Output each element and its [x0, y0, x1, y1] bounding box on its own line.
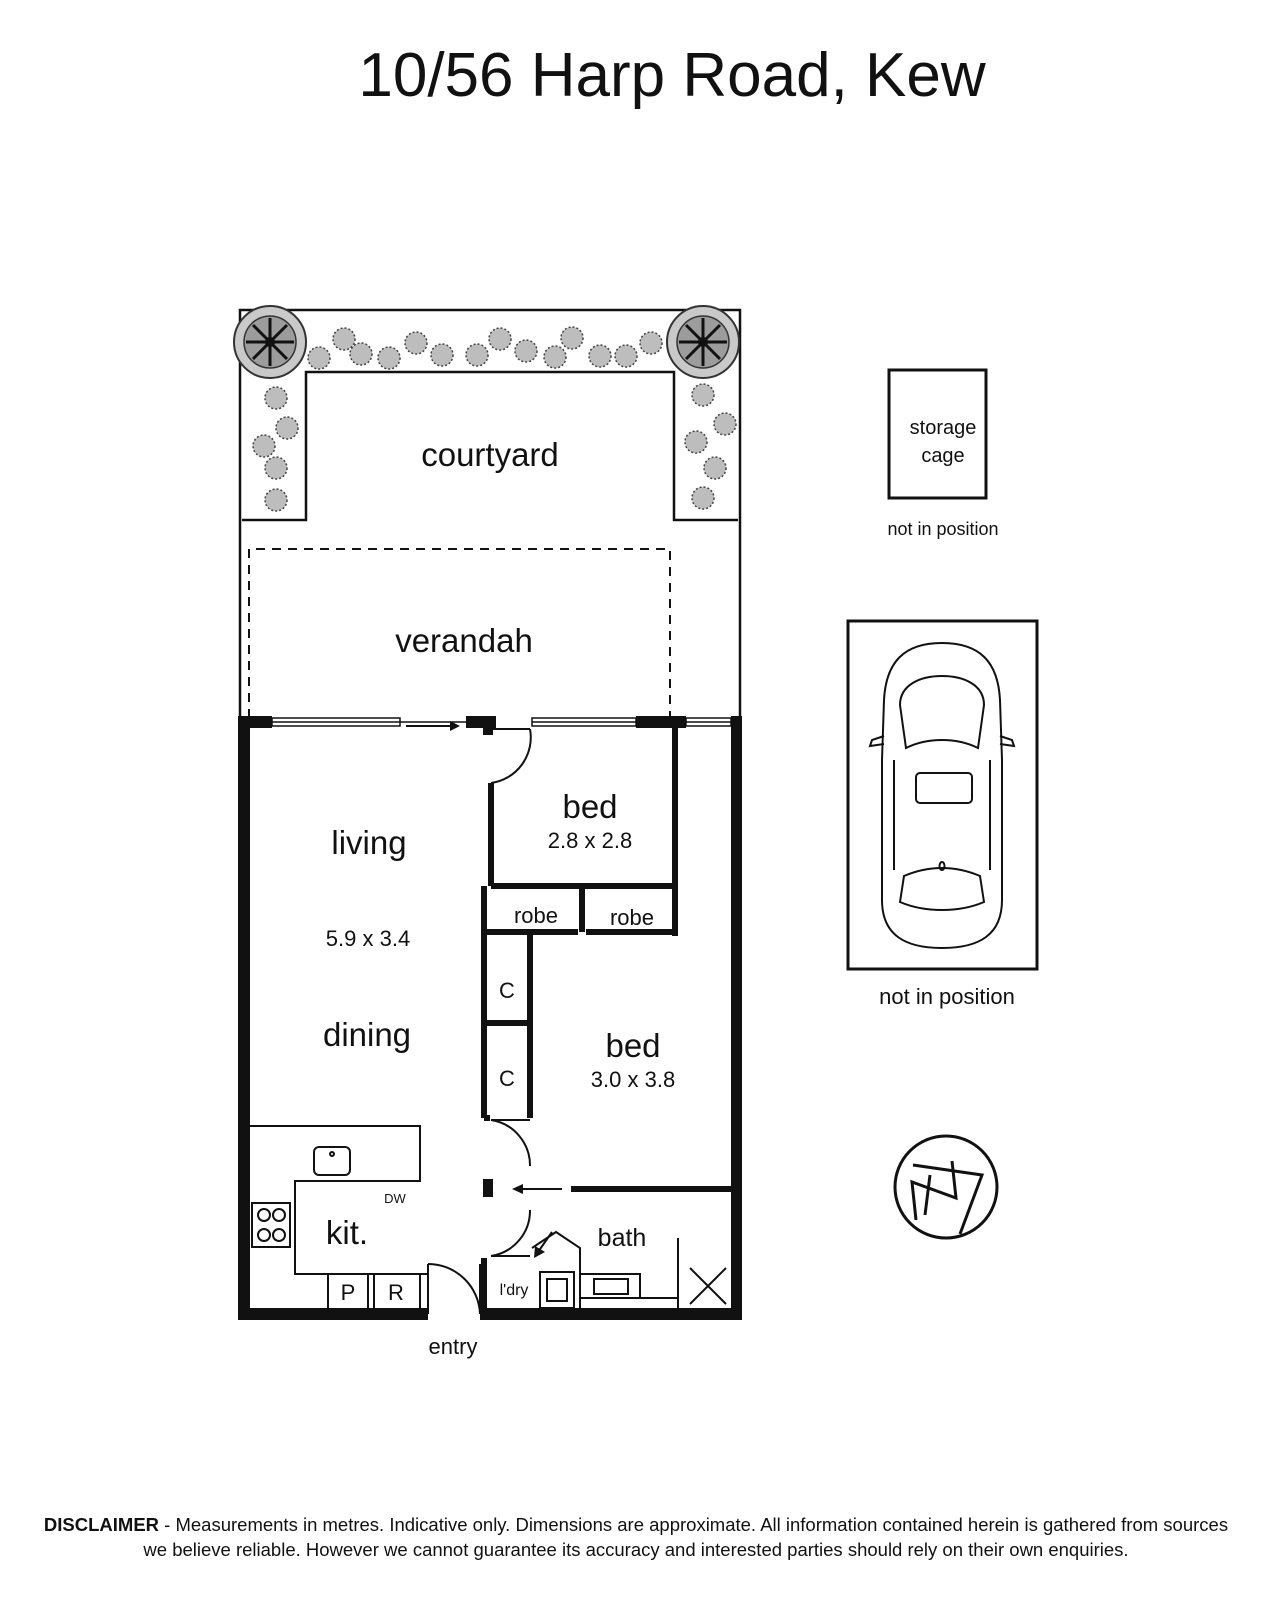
bath-fixtures — [531, 1230, 727, 1310]
disclaimer-heading: DISCLAIMER — [43, 1514, 160, 1535]
wall-stubs — [483, 725, 493, 1197]
shrub-6 — [430, 343, 454, 367]
car-icon — [868, 641, 1016, 950]
dishwasher-label: DW — [384, 1191, 406, 1206]
shrub-8 — [488, 327, 512, 351]
shrub-17 — [252, 434, 276, 458]
entry-label: entry — [428, 1334, 478, 1359]
shrub-2 — [332, 327, 356, 351]
storage-cage-outline — [887, 368, 988, 500]
bed1-label: bed — [562, 788, 618, 825]
courtyard-boundary — [238, 308, 742, 718]
shrub-18 — [264, 456, 288, 480]
cupboard1-label: C — [499, 978, 515, 1003]
windows — [271, 717, 732, 727]
shrub-16 — [275, 416, 299, 440]
bed2-label: bed — [605, 1027, 661, 1064]
storage-cage-label-line1: storage — [909, 417, 977, 439]
shrub-7 — [465, 343, 489, 367]
cupboard2-label: C — [499, 1066, 515, 1091]
car-space-outline — [846, 619, 1039, 971]
shrub-22 — [684, 430, 708, 454]
shrub-12 — [588, 344, 612, 368]
disclaimer-text: - Measurements in metres. Indicative onl… — [143, 1514, 1229, 1560]
courtyard-label: courtyard — [421, 436, 559, 473]
robe1-label: robe — [513, 903, 559, 928]
fridge-label: R — [388, 1280, 404, 1305]
shrub-10 — [543, 345, 567, 369]
door-swings — [427, 728, 532, 1315]
shrub-4 — [377, 346, 401, 370]
shrub-20 — [691, 383, 715, 407]
compass-label: N — [942, 1172, 943, 1173]
garden-shrubs — [252, 326, 737, 512]
sliding-door-arrowhead — [450, 721, 460, 731]
property-address-title: 10/56 Harp Road, Kew — [358, 41, 986, 110]
kitchen-joinery — [250, 1125, 428, 1311]
pantry-label: P — [340, 1280, 356, 1305]
disclaimer: DISCLAIMER - Measurements in metres. Ind… — [36, 1512, 1236, 1562]
shrub-21 — [713, 412, 737, 436]
bed2-dimensions: 3.0 x 3.8 — [590, 1067, 676, 1092]
storage-position-note: not in position — [887, 519, 999, 539]
exterior-walls — [238, 716, 742, 1320]
bed1-dimensions: 2.8 x 2.8 — [547, 828, 633, 853]
shrub-13 — [614, 344, 638, 368]
shrub-9 — [514, 339, 538, 363]
shrub-11 — [560, 326, 584, 350]
robe2-label: robe — [609, 905, 655, 930]
verandah-label: verandah — [395, 622, 533, 659]
dining-label: dining — [322, 1016, 412, 1053]
tree-left — [233, 305, 307, 379]
bath-label: bath — [597, 1224, 647, 1252]
shrub-15 — [264, 386, 288, 410]
tree-right — [666, 305, 740, 379]
laundry-label: l'dry — [499, 1282, 529, 1299]
bath-door-arrowhead — [512, 1184, 523, 1194]
shrub-5 — [404, 331, 428, 355]
living-dimensions: 5.9 x 3.4 — [325, 926, 411, 951]
shrub-23 — [703, 456, 727, 480]
laundry-door-arrowhead — [534, 1246, 545, 1258]
shrub-3 — [349, 342, 373, 366]
parking-position-note: not in position — [879, 984, 1015, 1009]
living-label: living — [331, 824, 407, 861]
shrub-14 — [639, 331, 663, 355]
interior-walls — [481, 722, 731, 1310]
shrub-1 — [307, 346, 331, 370]
north-compass-icon — [893, 1134, 999, 1240]
shrub-19 — [264, 488, 288, 512]
kitchen-label: kit. — [325, 1214, 369, 1251]
storage-cage-label-line2: cage — [921, 445, 965, 467]
verandah-outline — [248, 548, 671, 718]
shrub-24 — [691, 486, 715, 510]
